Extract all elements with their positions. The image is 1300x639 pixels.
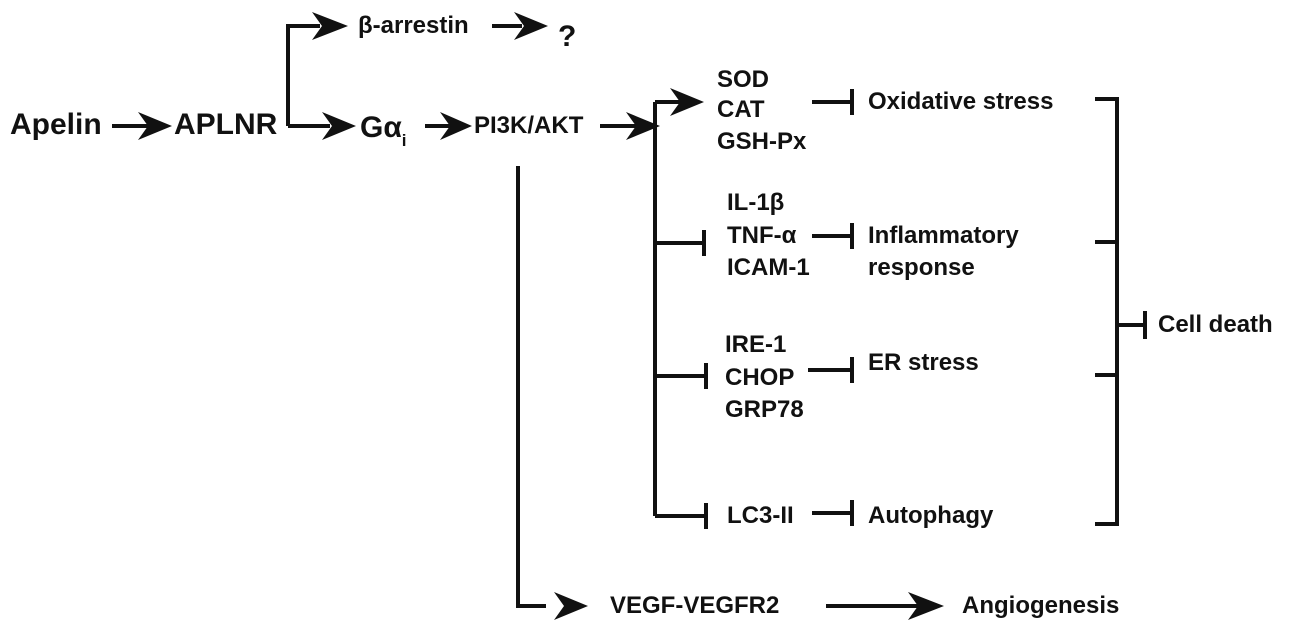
node-apelin: Apelin xyxy=(10,108,102,141)
node-sod: SOD xyxy=(717,66,770,93)
node-pi3k-akt: PI3K/AKT xyxy=(474,112,584,139)
node-icam-1: ICAM-1 xyxy=(727,254,810,281)
arrowhead-apelin-aplnr xyxy=(138,112,172,140)
node-unknown: ? xyxy=(558,20,577,53)
node-cat: CAT xyxy=(717,96,765,123)
process-oxidative-stress: Oxidative stress xyxy=(868,88,1054,115)
outcome-angiogenesis: Angiogenesis xyxy=(962,592,1120,619)
node-g-alpha-subscript: i xyxy=(401,131,407,150)
node-gsh-px: GSH-Px xyxy=(717,128,807,155)
arrowhead-aplnr-galpha xyxy=(322,112,356,140)
node-aplnr: APLNR xyxy=(174,108,278,141)
process-inflammatory-response: response xyxy=(868,254,975,281)
arrowhead-branch-antioxidants xyxy=(670,88,704,116)
node-ire-1: IRE-1 xyxy=(725,331,787,358)
arrowhead-galpha-pi3k xyxy=(440,112,472,140)
node-g-alpha: Gα xyxy=(360,111,402,144)
branch-pi3k-vegf xyxy=(516,166,546,608)
node-g-alpha-i: Gαi xyxy=(360,111,407,150)
arrowhead-pi3k-bracket xyxy=(626,112,660,140)
node-tnf-a: TNF-α xyxy=(727,222,797,249)
process-autophagy: Autophagy xyxy=(868,502,994,529)
node-lc3-ii: LC3-II xyxy=(727,502,794,529)
arrowhead-pi3k-vegf xyxy=(554,592,588,620)
node-vegf-vegfr2: VEGF-VEGFR2 xyxy=(610,592,780,619)
node-grp78: GRP78 xyxy=(725,396,804,423)
arrowhead-vegf-angiogenesis xyxy=(908,592,944,620)
node-il-1b: IL-1β xyxy=(727,189,785,216)
process-inflammatory: Inflammatory xyxy=(868,222,1019,249)
arrowhead-arrestin-unknown xyxy=(514,12,548,40)
branch-aplnr-arrestin xyxy=(286,24,320,126)
outcome-cell-death: Cell death xyxy=(1158,311,1273,338)
node-beta-arrestin: β-arrestin xyxy=(358,12,469,39)
node-chop: CHOP xyxy=(725,364,795,391)
process-er-stress: ER stress xyxy=(868,349,979,376)
arrowhead-aplnr-arrestin xyxy=(312,12,348,40)
